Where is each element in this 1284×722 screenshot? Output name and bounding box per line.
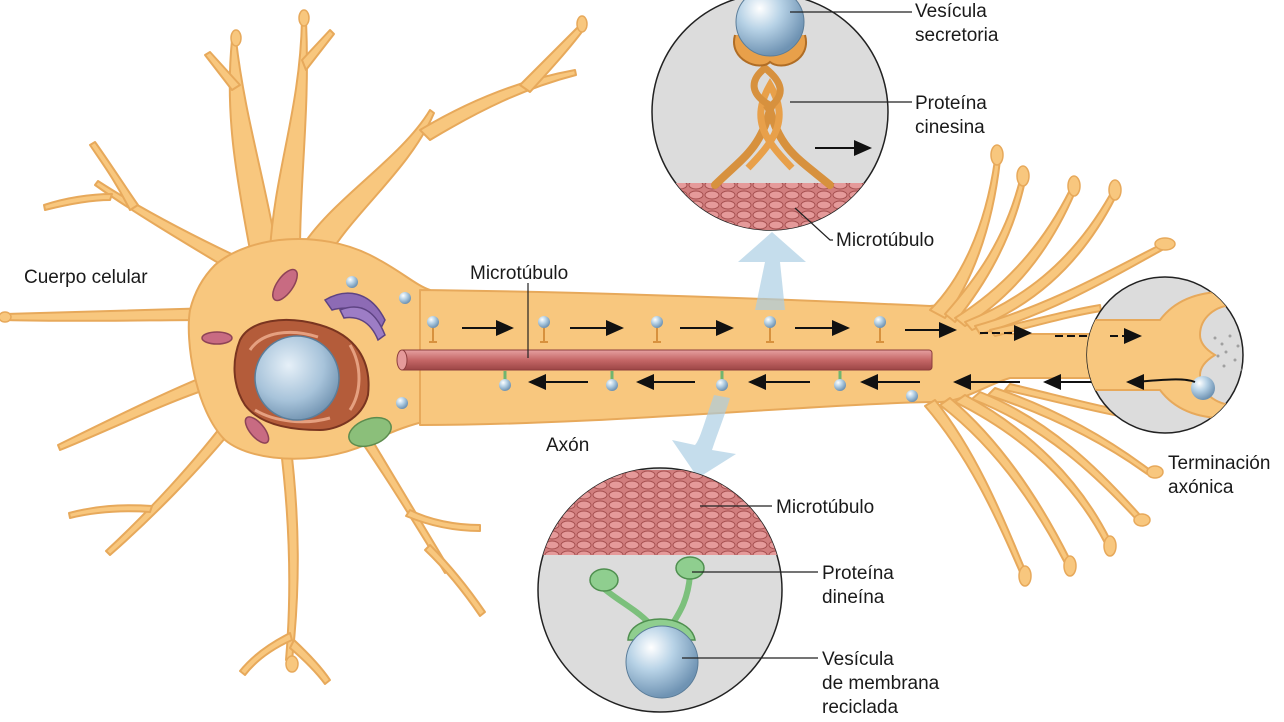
dynein-inset [537, 467, 783, 713]
leader-lines [527, 11, 912, 659]
dendrite [68, 504, 153, 519]
cell-body-label: Cuerpo celular [24, 267, 148, 288]
down-callout-arrow [672, 395, 736, 478]
dendrite [351, 419, 451, 574]
dendrite [204, 51, 241, 91]
kinesin-inset [651, 0, 889, 231]
anterograde-arrows [462, 320, 1112, 344]
dendrite [419, 69, 577, 141]
dendrite [289, 639, 331, 685]
microtubule-top-label: Microtúbulo [836, 230, 935, 251]
terminal-inset [1086, 276, 1244, 434]
inset-microtubule-top [652, 183, 888, 230]
mitochondrion [201, 331, 233, 345]
dendrite [269, 19, 308, 251]
dendrite [228, 39, 276, 251]
dendrite [279, 439, 299, 661]
axon-label: Axón [546, 435, 590, 456]
up-callout-arrow [738, 232, 806, 310]
nucleus [254, 335, 340, 421]
kinesin-vesicles [427, 316, 886, 343]
dendrite [405, 509, 481, 532]
axon-microtubule [396, 349, 933, 371]
dynein-vesicles [499, 371, 846, 391]
dendrite [43, 193, 113, 211]
dendrite [89, 141, 139, 211]
lysosome [348, 416, 392, 448]
axon-microtubule-label: Microtúbulo [470, 263, 569, 284]
dendrite [4, 307, 216, 322]
inset-microtubule-bottom [538, 470, 782, 555]
dendrite [424, 544, 486, 617]
terminal-knobs [0, 9, 1176, 673]
inset-vesicle-bottom [625, 625, 699, 699]
dendrite [239, 632, 293, 676]
mitochondrion [244, 416, 270, 444]
inset-vesicle-top [735, 0, 805, 57]
dendrite [301, 29, 335, 71]
dendrite [105, 411, 241, 556]
organelles [201, 268, 918, 448]
dendrite [57, 371, 221, 451]
dendrite [94, 180, 241, 271]
microtubule-bottom-label: Microtúbulo [776, 497, 875, 518]
callout-arrows [672, 232, 806, 478]
dendrite [299, 109, 435, 263]
mitochondrion [272, 268, 298, 302]
